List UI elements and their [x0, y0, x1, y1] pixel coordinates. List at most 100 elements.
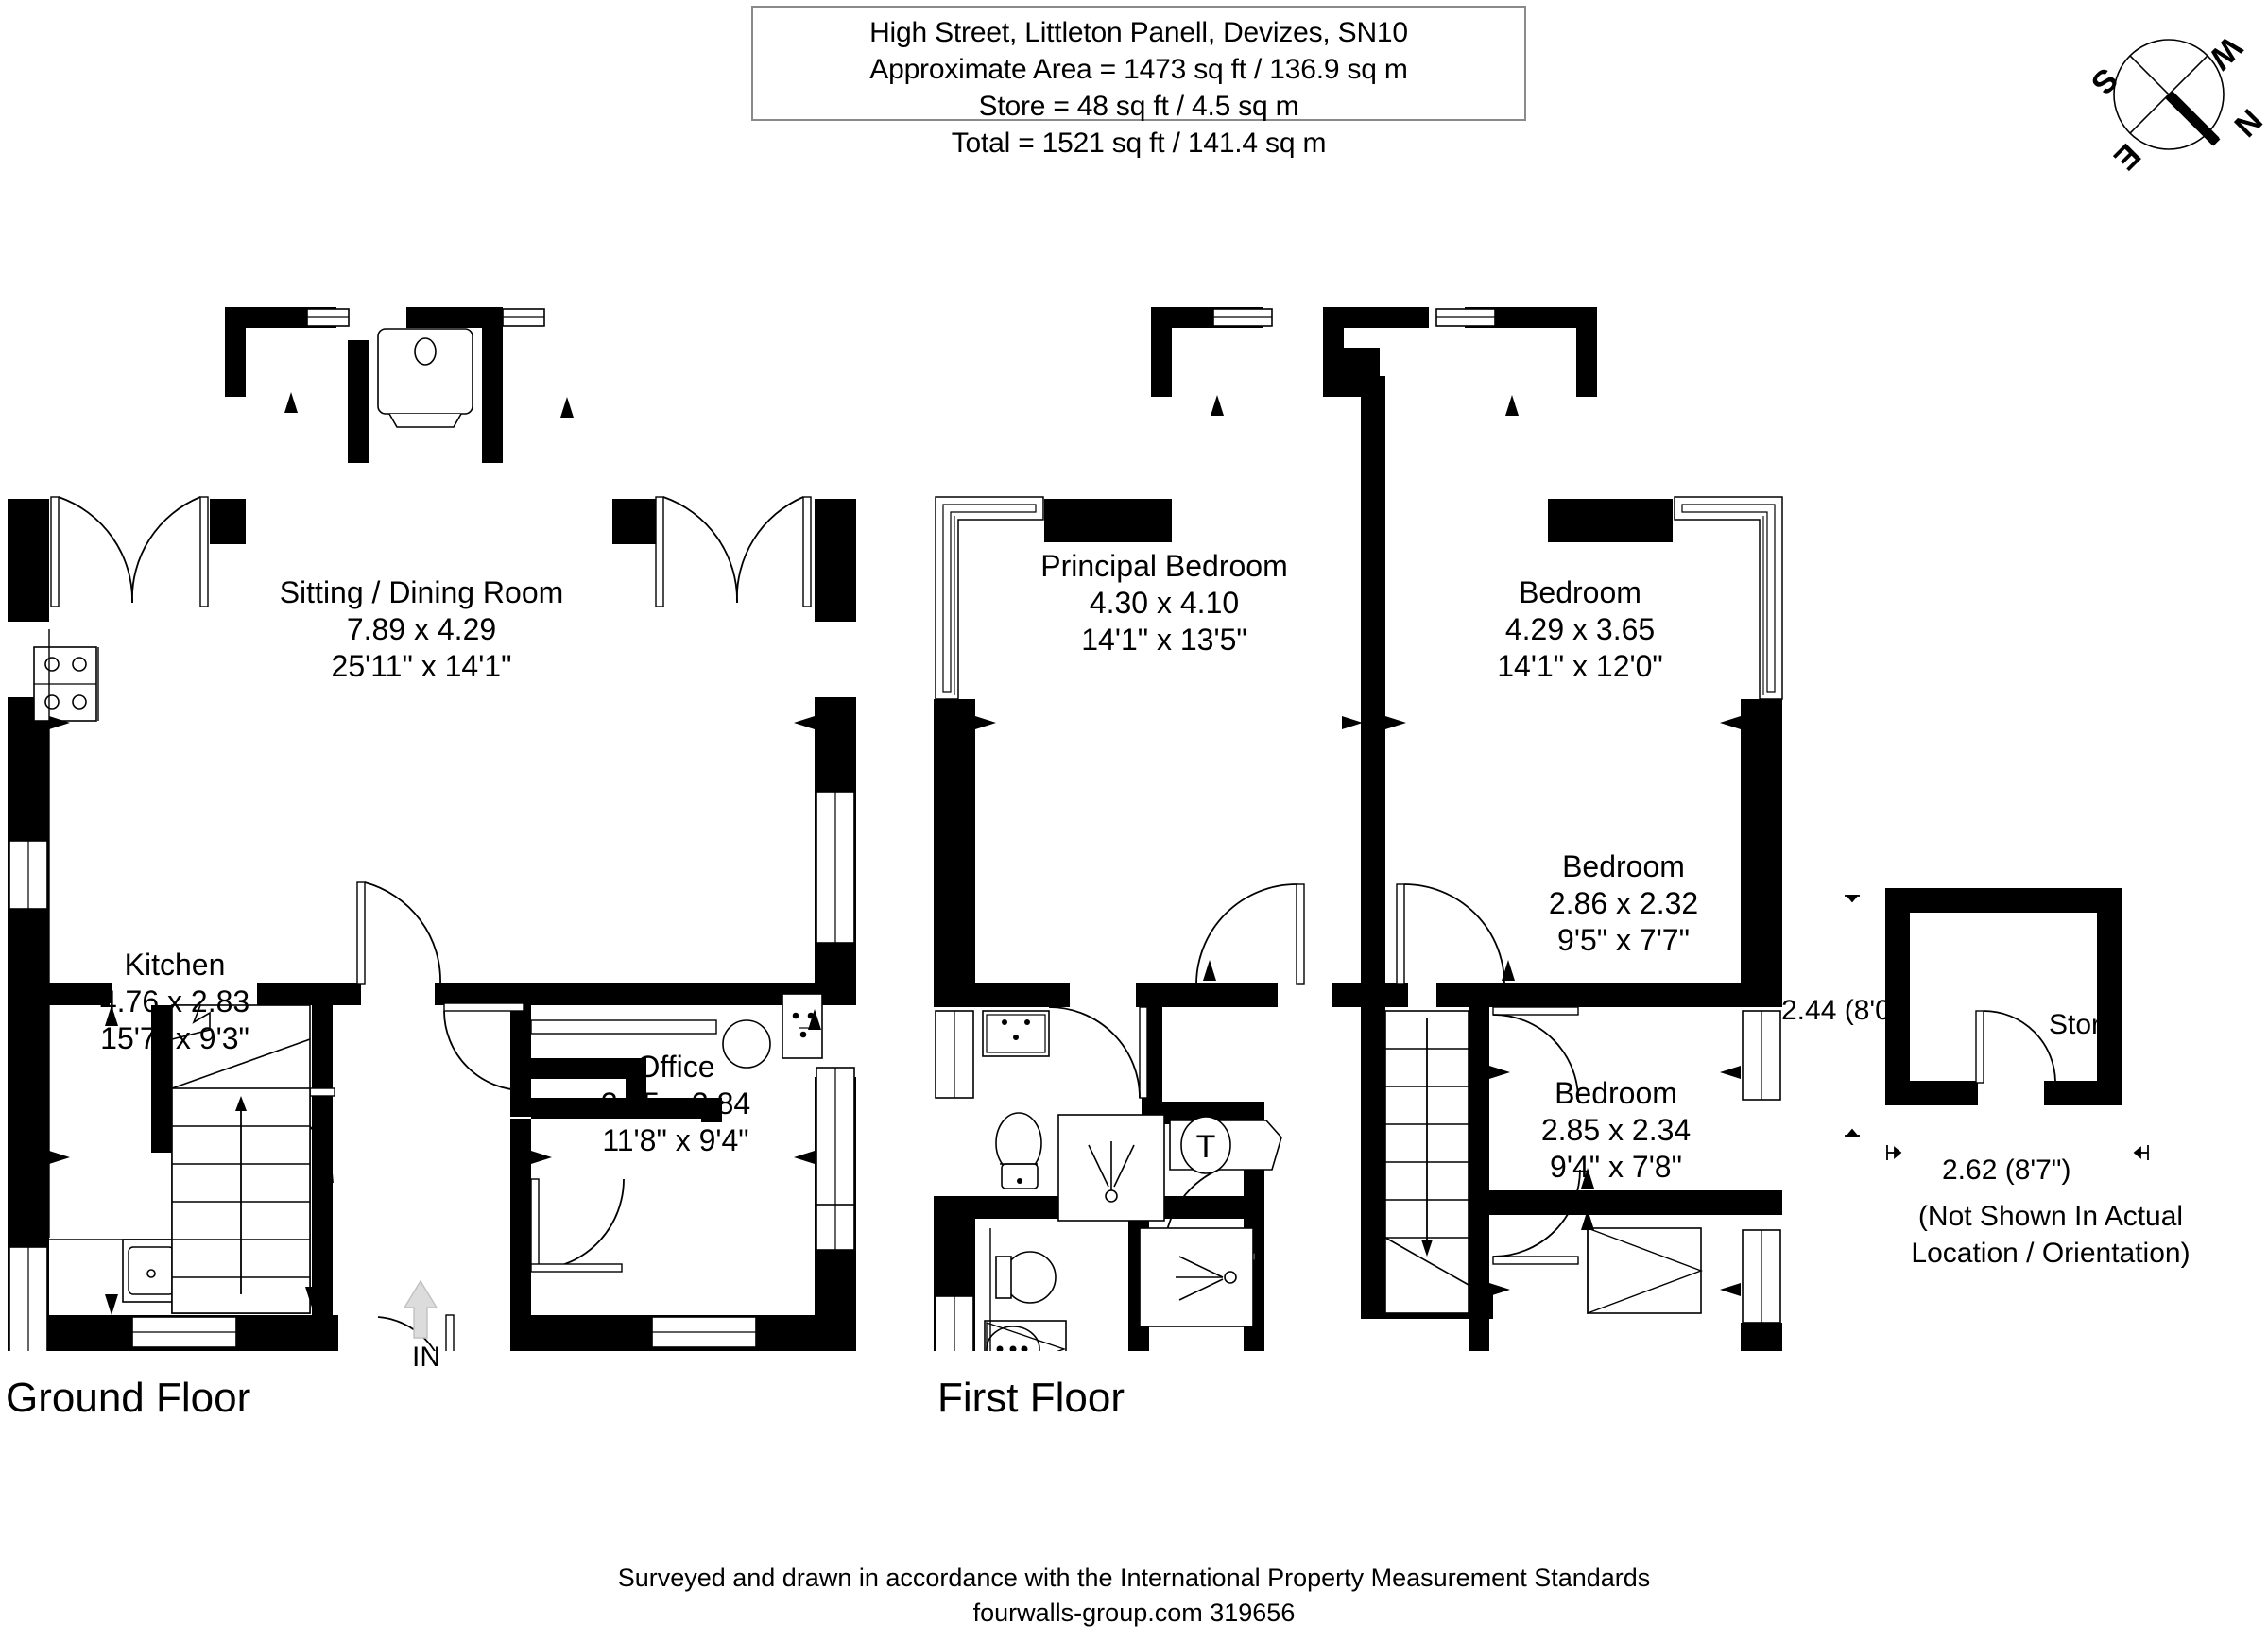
basin-upper [982, 1010, 1050, 1057]
room-label-kitchen: Kitchen 4.76 x 2.83 15'7" x 9'3" [100, 947, 249, 1057]
store-note: (Not Shown In Actual Location / Orientat… [1852, 1198, 2249, 1272]
room-name: Office [636, 1050, 715, 1084]
wall [815, 697, 856, 796]
wall [1136, 983, 1278, 1007]
door-swing [1403, 883, 1505, 985]
door-swing [1048, 1006, 1141, 1099]
front-door-leaf [445, 1314, 455, 1351]
footer-attribution-line: fourwalls-group.com 319656 [972, 1599, 1296, 1627]
wall [2044, 1081, 2122, 1105]
wall [510, 1058, 633, 1079]
hob [33, 646, 97, 722]
room-metric: 4.30 x 4.10 [1089, 586, 1240, 620]
thermostat-label: T [1196, 1129, 1216, 1165]
wall [482, 376, 503, 463]
room-imperial: 11'8" x 9'4" [602, 1123, 749, 1157]
wall [1469, 1007, 1489, 1215]
room-label-principal-bedroom: Principal Bedroom 4.30 x 4.10 14'1" x 13… [1040, 548, 1287, 659]
room-label-sitting-dining: Sitting / Dining Room 7.89 x 4.29 25'11"… [280, 574, 564, 685]
wall [934, 1196, 975, 1219]
room-imperial: 9'4" x 7'8" [1550, 1150, 1682, 1184]
room-metric: 2.86 x 2.32 [1548, 886, 1699, 920]
approximate-area: Approximate Area = 1473 sq ft / 136.9 sq… [869, 54, 1408, 85]
room-name: Principal Bedroom [1040, 549, 1288, 583]
room-name: Bedroom [1562, 849, 1685, 883]
first-floor-label: First Floor [937, 1375, 1125, 1421]
wall [1741, 699, 1782, 994]
footer: Surveyed and drawn in accordance with th… [0, 1561, 2268, 1631]
entrance-arrow-icon [403, 1279, 438, 1339]
wall [1151, 499, 1172, 542]
door-leaf [530, 1263, 623, 1273]
wall [1323, 307, 1344, 397]
wall [348, 442, 369, 463]
room-name: Sitting / Dining Room [279, 575, 564, 609]
total-area: Total = 1521 sq ft / 141.4 sq m [951, 128, 1327, 159]
wall [151, 1020, 172, 1153]
store-vertical-dimension [1845, 895, 1860, 1137]
door-swing [58, 496, 133, 604]
door-leaf [1975, 1010, 1984, 1084]
room-imperial: 9'5" x 7'7" [1557, 923, 1690, 957]
front-door-swing [377, 1316, 436, 1351]
door-group [1975, 1010, 2056, 1084]
wall [934, 699, 975, 994]
window-group [9, 308, 855, 1351]
room-name: Bedroom [1555, 1076, 1677, 1110]
wall [612, 499, 660, 544]
room-imperial: 14'1" x 12'0" [1497, 649, 1663, 683]
room-imperial: 14'1" x 13'5" [1081, 623, 1247, 657]
dimension-ticks [975, 395, 1741, 1296]
wall [815, 1242, 856, 1351]
door-leaf [443, 1002, 524, 1012]
wall [626, 1058, 646, 1119]
room-label-office: Office 3.55 x 2.84 11'8" x 9'4" [601, 1049, 750, 1159]
room-metric: 4.76 x 2.83 [99, 984, 250, 1018]
wall [406, 307, 501, 328]
wall [1151, 307, 1172, 397]
wall [1332, 307, 1429, 328]
wall [151, 1005, 172, 1043]
wall [1448, 983, 1782, 1007]
fixture-group: T [982, 1010, 1703, 1351]
door-swing [1983, 1010, 2056, 1084]
store-dimension-vertical: 2.44 (8'0") [1781, 995, 1911, 1026]
ground-floor-plan [8, 307, 856, 1351]
shower-upper [1057, 1114, 1165, 1222]
wall [8, 499, 49, 522]
store-plan [1885, 888, 2122, 1105]
wall [2097, 888, 2122, 1105]
bay-window-right [1674, 496, 1783, 700]
door-swing [1492, 1014, 1579, 1103]
staircase [171, 1004, 311, 1314]
wall [1885, 888, 2122, 913]
wall [312, 1003, 333, 1315]
bath-step [388, 413, 462, 428]
bath-tap [414, 337, 437, 366]
store-horizontal-dimension [1886, 1145, 2149, 1160]
door-leaf [530, 1178, 540, 1271]
compass-label-n: N [2227, 102, 2263, 144]
store-area: Store = 48 sq ft / 4.5 sq m [978, 91, 1299, 122]
room-imperial: 15'7" x 9'3" [100, 1021, 249, 1055]
wall [91, 983, 112, 1003]
worktop [530, 1019, 717, 1035]
staircase-first [1384, 1010, 1469, 1314]
room-label-bedroom-2: Bedroom 4.29 x 3.65 14'1" x 12'0" [1497, 574, 1663, 685]
basin-lower [984, 1320, 1067, 1351]
wall [1489, 1190, 1782, 1215]
property-address: High Street, Littleton Panell, Devizes, … [869, 17, 1408, 48]
wall [1741, 1323, 1782, 1351]
wall [1548, 499, 1673, 542]
title-block: High Street, Littleton Panell, Devizes, … [751, 6, 1526, 159]
door-leaf [1396, 883, 1405, 985]
wall [1361, 376, 1385, 1018]
wall [1044, 499, 1156, 542]
thermostat-marker: T [1169, 1116, 1282, 1174]
wall [1741, 983, 1782, 1007]
dimension-ticks [49, 392, 821, 1315]
room-metric: 2.85 x 2.34 [1540, 1113, 1692, 1147]
toilet-upper [995, 1112, 1042, 1189]
store-note-line2: Location / Orientation) [1911, 1238, 2191, 1269]
